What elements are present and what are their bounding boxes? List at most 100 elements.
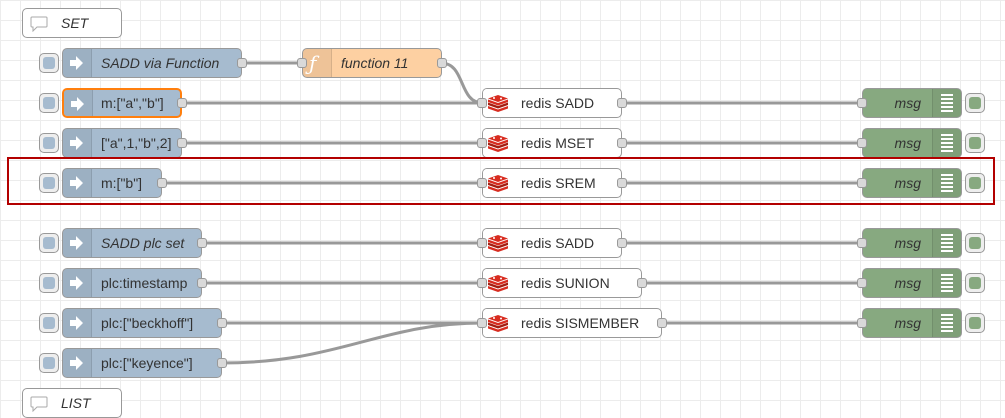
arrow-in-icon — [70, 136, 83, 150]
debug-toggle-button[interactable] — [965, 173, 985, 193]
inject-trigger-button[interactable] — [39, 93, 59, 113]
arrow-in-icon — [70, 356, 83, 370]
inject-trigger-button[interactable] — [39, 273, 59, 293]
list-icon — [941, 274, 953, 292]
input-port[interactable] — [477, 138, 487, 148]
wire-i8-r6[interactable] — [220, 321, 484, 365]
inject-trigger-button[interactable] — [39, 133, 59, 153]
redis-label: redis MSET — [521, 135, 595, 151]
redis-label: redis SREM — [521, 175, 596, 191]
redis-node-sunion[interactable]: redis SUNION — [477, 268, 647, 298]
redis-stack-icon — [488, 315, 508, 332]
input-port[interactable] — [857, 238, 867, 248]
inject-node-a-1-b-2[interactable]: ["a",1,"b",2] — [39, 128, 187, 158]
redis-stack-icon — [488, 95, 508, 112]
redis-node-sismember[interactable]: redis SISMEMBER — [477, 308, 667, 338]
inject-node-sadd-plc-set[interactable]: SADD plc set — [39, 228, 207, 258]
input-port[interactable] — [857, 278, 867, 288]
speech-bubble-icon — [30, 16, 48, 32]
inject-node-m-b[interactable]: m:["b"] — [39, 168, 167, 198]
input-port[interactable] — [477, 278, 487, 288]
arrow-in-icon — [70, 56, 83, 70]
debug-toggle-button[interactable] — [965, 233, 985, 253]
debug-toggle-button[interactable] — [965, 133, 985, 153]
redis-stack-icon — [488, 175, 508, 192]
inject-trigger-button[interactable] — [39, 233, 59, 253]
debug-node[interactable]: msg — [857, 268, 985, 298]
inject-node-plc-beckhoff[interactable]: plc:["beckhoff"] — [39, 308, 227, 338]
output-port[interactable] — [437, 58, 447, 68]
inject-node-plc-timestamp[interactable]: plc:timestamp — [39, 268, 207, 298]
wires-layer — [162, 61, 863, 365]
debug-label: msg — [894, 275, 921, 291]
output-port[interactable] — [197, 278, 207, 288]
output-port[interactable] — [617, 178, 627, 188]
debug-toggle-button[interactable] — [965, 313, 985, 333]
output-port[interactable] — [217, 318, 227, 328]
inject-label: m:["a","b"] — [101, 95, 164, 111]
input-port[interactable] — [477, 238, 487, 248]
input-port[interactable] — [477, 98, 487, 108]
redis-node-mset[interactable]: redis MSET — [477, 128, 627, 158]
output-port[interactable] — [177, 98, 187, 108]
output-port[interactable] — [657, 318, 667, 328]
list-icon — [941, 174, 953, 192]
comment-node-set[interactable]: SET — [22, 8, 122, 38]
inject-label: plc:["keyence"] — [101, 355, 193, 371]
output-port[interactable] — [617, 138, 627, 148]
input-port[interactable] — [857, 98, 867, 108]
comment-label: LIST — [61, 395, 91, 411]
list-icon — [941, 234, 953, 252]
debug-node[interactable]: msg — [857, 308, 985, 338]
input-port[interactable] — [477, 318, 487, 328]
arrow-in-icon — [70, 176, 83, 190]
debug-toggle-button[interactable] — [965, 93, 985, 113]
function-node[interactable]: ƒ function 11 — [297, 48, 447, 78]
redis-stack-icon — [488, 135, 508, 152]
input-port[interactable] — [857, 138, 867, 148]
inject-node-m-a-b[interactable]: m:["a","b"] — [39, 88, 187, 118]
arrow-in-icon — [70, 276, 83, 290]
redis-label: redis SADD — [521, 95, 595, 111]
debug-node[interactable]: msg — [857, 88, 985, 118]
redis-label: redis SISMEMBER — [521, 315, 640, 331]
input-port[interactable] — [857, 318, 867, 328]
arrow-in-icon — [70, 236, 83, 250]
redis-stack-icon — [488, 275, 508, 292]
output-port[interactable] — [617, 98, 627, 108]
highlight-box — [7, 157, 995, 205]
inject-trigger-button[interactable] — [39, 313, 59, 333]
debug-toggle-button[interactable] — [965, 273, 985, 293]
function-label: function 11 — [341, 55, 409, 71]
inject-node-plc-keyence[interactable]: plc:["keyence"] — [39, 348, 227, 378]
inject-trigger-button[interactable] — [39, 353, 59, 373]
input-port[interactable] — [297, 58, 307, 68]
inject-node-sadd-via-function[interactable]: SADD via Function — [39, 48, 247, 78]
comment-node-list[interactable]: LIST — [22, 388, 122, 418]
redis-node-sadd-plc[interactable]: redis SADD — [477, 228, 627, 258]
speech-bubble-icon — [30, 396, 48, 412]
output-port[interactable] — [637, 278, 647, 288]
redis-node-srem[interactable]: redis SREM — [477, 168, 627, 198]
inject-trigger-button[interactable] — [39, 53, 59, 73]
output-port[interactable] — [157, 178, 167, 188]
debug-node[interactable]: msg — [857, 128, 985, 158]
wire-f1-r1[interactable] — [440, 61, 484, 105]
redis-label: redis SUNION — [521, 275, 610, 291]
function-f-icon: ƒ — [309, 51, 317, 75]
inject-label: m:["b"] — [101, 175, 143, 191]
output-port[interactable] — [197, 238, 207, 248]
output-port[interactable] — [217, 358, 227, 368]
output-port[interactable] — [617, 238, 627, 248]
redis-node-sadd[interactable]: redis SADD — [477, 88, 627, 118]
output-port[interactable] — [237, 58, 247, 68]
inject-trigger-button[interactable] — [39, 173, 59, 193]
debug-node[interactable]: msg — [857, 168, 985, 198]
input-port[interactable] — [477, 178, 487, 188]
output-port[interactable] — [177, 138, 187, 148]
inject-label: SADD plc set — [101, 235, 185, 251]
input-port[interactable] — [857, 178, 867, 188]
debug-label: msg — [894, 175, 921, 191]
debug-node[interactable]: msg — [857, 228, 985, 258]
debug-label: msg — [894, 95, 921, 111]
